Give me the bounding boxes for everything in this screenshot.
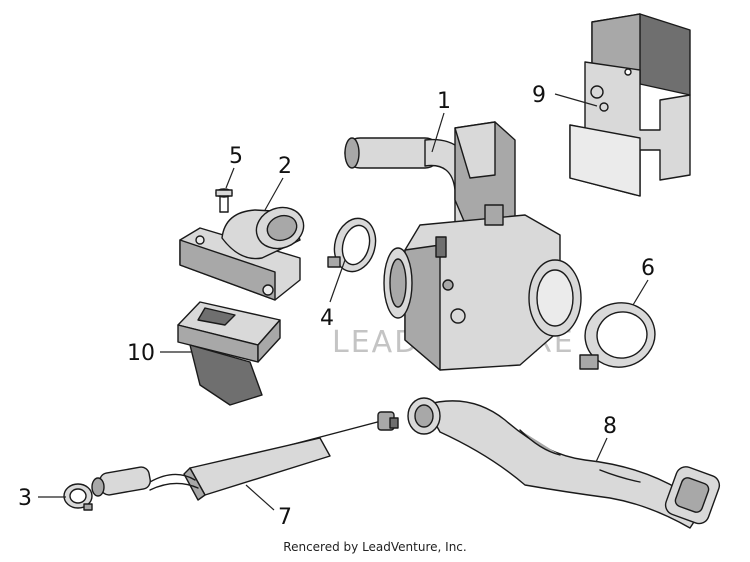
callout-3[interactable]: 3 xyxy=(18,486,32,511)
leader-1 xyxy=(431,112,445,153)
leader-4 xyxy=(329,259,346,303)
leader-6 xyxy=(632,279,649,306)
part-3-small-clamp[interactable] xyxy=(63,483,93,511)
callout-4[interactable]: 4 xyxy=(320,306,334,331)
callout-9[interactable]: 9 xyxy=(532,83,546,108)
callout-10[interactable]: 10 xyxy=(127,341,155,366)
part-9-bracket[interactable] xyxy=(569,13,691,197)
callouts: 1 2 3 4 5 6 7 8 9 10 xyxy=(18,83,655,530)
callout-2[interactable]: 2 xyxy=(278,154,292,179)
part-8-intake-hose[interactable] xyxy=(407,397,722,529)
callout-6[interactable]: 6 xyxy=(641,256,655,281)
callout-7[interactable]: 7 xyxy=(278,505,292,530)
callout-8[interactable]: 8 xyxy=(603,414,617,439)
part-10-reed-valve[interactable] xyxy=(177,301,281,406)
footer-credit: Rencered by LeadVenture, Inc. xyxy=(283,540,467,554)
leader-2 xyxy=(264,177,284,211)
part-6-clamp[interactable] xyxy=(579,297,660,372)
leader-5 xyxy=(225,167,235,189)
part-1-carburetor[interactable] xyxy=(344,121,582,371)
leader-8 xyxy=(595,437,608,463)
part-5-screw[interactable] xyxy=(215,188,233,213)
leader-9 xyxy=(554,93,598,107)
callout-5[interactable]: 5 xyxy=(229,144,243,169)
part-2-intake-manifold[interactable] xyxy=(179,201,309,301)
callout-1[interactable]: 1 xyxy=(437,89,451,114)
leader-lines xyxy=(38,93,649,511)
leader-7 xyxy=(245,484,275,511)
part-7-tube-assembly[interactable] xyxy=(91,411,399,501)
part-4-clamp[interactable] xyxy=(327,214,381,277)
